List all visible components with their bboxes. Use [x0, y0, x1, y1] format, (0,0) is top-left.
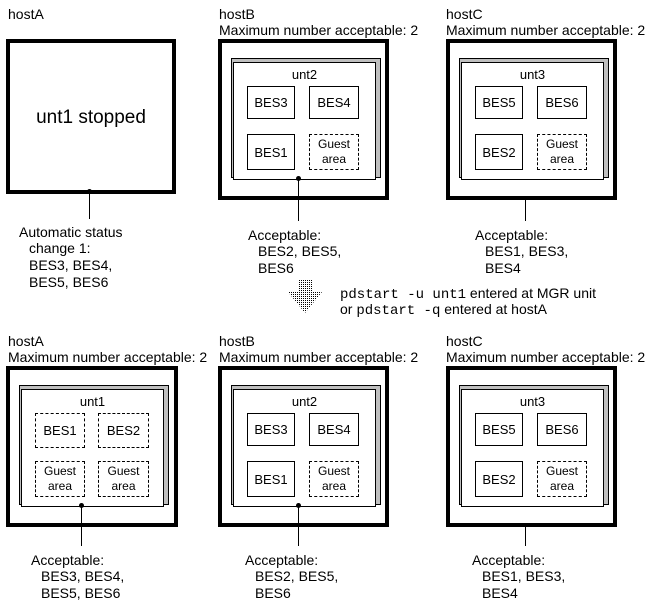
guest-area-box: Guest area — [309, 461, 359, 497]
bes-box: BES3 — [247, 86, 295, 119]
unit-box: unt3 BES5 BES6 BES2 Guest area — [461, 389, 604, 507]
host-b-label: hostB — [219, 6, 255, 22]
acceptable-line: Acceptable: — [245, 552, 319, 568]
acceptable-line: BES3, BES4, — [41, 568, 125, 584]
status-note-line: BES5, BES6 — [29, 274, 109, 290]
bes-box: BES2 — [98, 413, 149, 448]
bes-box: BES5 — [475, 413, 523, 446]
host-a-box: unt1 BES1 BES2 Guest area Guest area — [6, 366, 178, 527]
connector-line — [525, 523, 526, 546]
guest-area-text: Guest — [317, 464, 350, 478]
connector-line — [89, 192, 90, 219]
unit-name: unt2 — [291, 394, 318, 409]
guest-area-box: Guest area — [309, 134, 359, 170]
unit-box: unt2 BES3 BES4 BES1 Guest area — [233, 389, 376, 507]
guest-area-box: Guest area — [537, 461, 587, 497]
guest-area-box: Guest area — [537, 134, 587, 170]
bes-box: BES4 — [309, 413, 359, 446]
acceptable-line: Acceptable: — [472, 552, 546, 568]
command-desc: entered at MGR unit — [466, 285, 596, 301]
guest-area-text: Guest — [545, 464, 578, 478]
guest-area-text: area — [111, 479, 136, 493]
bes-box: BES1 — [35, 413, 85, 448]
host-b-label: hostB — [219, 333, 255, 349]
unit-name: unt1 — [79, 394, 106, 409]
bes-box: BES6 — [537, 86, 587, 119]
guest-area-text: Guest — [545, 137, 578, 151]
unit-stopped-text: unt1 stopped — [36, 107, 146, 128]
command-line-1: pdstart -u unt1 entered at MGR unit — [340, 285, 596, 303]
bes-box: BES2 — [475, 134, 523, 170]
unit-name: unt3 — [519, 67, 546, 82]
unit-box: unt3 BES5 BES6 BES2 Guest area — [461, 62, 604, 180]
guest-area-text: Guest — [43, 464, 76, 478]
acceptable-line: BES1, BES3, — [485, 243, 569, 259]
guest-area-box: Guest area — [98, 461, 149, 497]
status-note-line: Automatic status — [19, 224, 123, 240]
connector-dot — [87, 189, 92, 194]
connector-dot — [296, 503, 301, 508]
command-desc: entered at hostA — [440, 301, 547, 317]
acceptable-line: BES1, BES3, — [482, 568, 566, 584]
connector-dot — [296, 176, 301, 181]
acceptable-line: Acceptable: — [248, 227, 322, 243]
connector-dot — [79, 503, 84, 508]
connector-line — [81, 506, 82, 546]
command-text: pdstart -q — [356, 303, 441, 319]
max-acceptable-label: Maximum number acceptable: 2 — [446, 349, 646, 365]
guest-area-text: Guest — [107, 464, 140, 478]
command-prefix: or — [340, 301, 357, 317]
bes-box: BES4 — [309, 86, 359, 119]
bes-box: BES1 — [247, 461, 295, 497]
bes-box: BES6 — [537, 413, 587, 446]
bes-box: BES1 — [247, 134, 295, 170]
guest-area-text: Guest — [317, 137, 350, 151]
unit-box: unt2 BES3 BES4 BES1 Guest area — [233, 62, 376, 180]
guest-area-text: area — [321, 479, 347, 493]
unit-name: unt2 — [291, 67, 318, 82]
guest-area-text: area — [549, 152, 575, 166]
guest-area-text: area — [549, 479, 575, 493]
host-a-label: hostA — [8, 6, 44, 22]
host-c-box: unt3 BES5 BES6 BES2 Guest area — [446, 39, 617, 200]
bes-box: BES3 — [247, 413, 295, 446]
status-note-line: change 1: — [29, 240, 91, 256]
bes-box: BES5 — [475, 86, 523, 119]
acceptable-line: Acceptable: — [31, 552, 105, 568]
command-line-2: or pdstart -q entered at hostA — [340, 301, 547, 319]
acceptable-line: BES6 — [255, 585, 291, 601]
bes-box: BES2 — [475, 461, 523, 497]
command-text: pdstart -u unt1 — [340, 287, 467, 303]
guest-area-box: Guest area — [35, 461, 85, 497]
host-c-label: hostC — [446, 333, 483, 349]
acceptable-line: Acceptable: — [475, 227, 549, 243]
host-c-label: hostC — [446, 6, 483, 22]
unit-name: unt3 — [519, 394, 546, 409]
acceptable-line: BES6 — [258, 260, 294, 276]
down-arrow-icon — [288, 280, 322, 313]
host-b-box: unt2 BES3 BES4 BES1 Guest area — [218, 366, 389, 527]
acceptable-line: BES4 — [482, 585, 518, 601]
host-a-label: hostA — [8, 333, 44, 349]
max-acceptable-label: Maximum number acceptable: 2 — [446, 22, 646, 38]
acceptable-line: BES2, BES5, — [255, 568, 339, 584]
connector-line — [525, 196, 526, 221]
connector-line — [298, 506, 299, 546]
guest-area-text: area — [321, 152, 347, 166]
acceptable-line: BES2, BES5, — [258, 243, 342, 259]
host-c-box: unt3 BES5 BES6 BES2 Guest area — [446, 366, 617, 527]
max-acceptable-label: Maximum number acceptable: 2 — [219, 22, 419, 38]
acceptable-line: BES4 — [485, 260, 521, 276]
acceptable-line: BES5, BES6 — [41, 585, 121, 601]
status-note-line: BES3, BES4, — [29, 257, 113, 273]
guest-area-text: area — [47, 479, 73, 493]
max-acceptable-label: Maximum number acceptable: 2 — [8, 349, 208, 365]
host-a-box: unt1 stopped — [6, 39, 176, 194]
unit-box: unt1 BES1 BES2 Guest area Guest area — [21, 389, 164, 507]
max-acceptable-label: Maximum number acceptable: 2 — [219, 349, 419, 365]
connector-line — [298, 179, 299, 221]
host-b-box: unt2 BES3 BES4 BES1 Guest area — [218, 39, 389, 200]
